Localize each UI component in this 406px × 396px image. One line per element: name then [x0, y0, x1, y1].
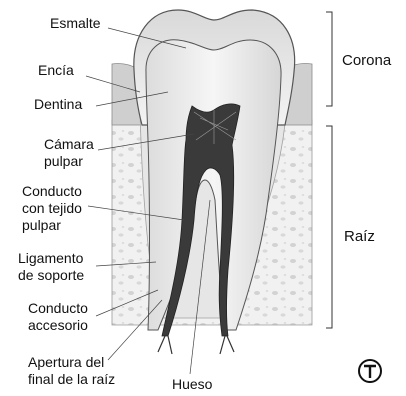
trademark-logo-icon: [357, 358, 383, 384]
label-esmalte: Esmalte: [50, 15, 101, 32]
label-apertura: Apertura del final de la raíz: [28, 354, 115, 388]
bracket-raiz: [326, 126, 332, 328]
root-vessels: [158, 336, 234, 354]
label-ligamento: Ligamento de soporte: [18, 250, 84, 284]
label-dentina: Dentina: [34, 96, 82, 113]
label-conducto-tejido: Conducto con tejido pulpar: [22, 183, 82, 234]
label-corona: Corona: [342, 52, 391, 69]
label-camara-pulpar: Cámara pulpar: [44, 136, 94, 170]
label-hueso: Hueso: [172, 376, 212, 393]
label-conducto-accesorio: Conducto accesorio: [28, 300, 88, 334]
label-encia: Encía: [38, 62, 74, 79]
label-raiz: Raíz: [344, 228, 375, 245]
bracket-corona: [326, 12, 332, 106]
